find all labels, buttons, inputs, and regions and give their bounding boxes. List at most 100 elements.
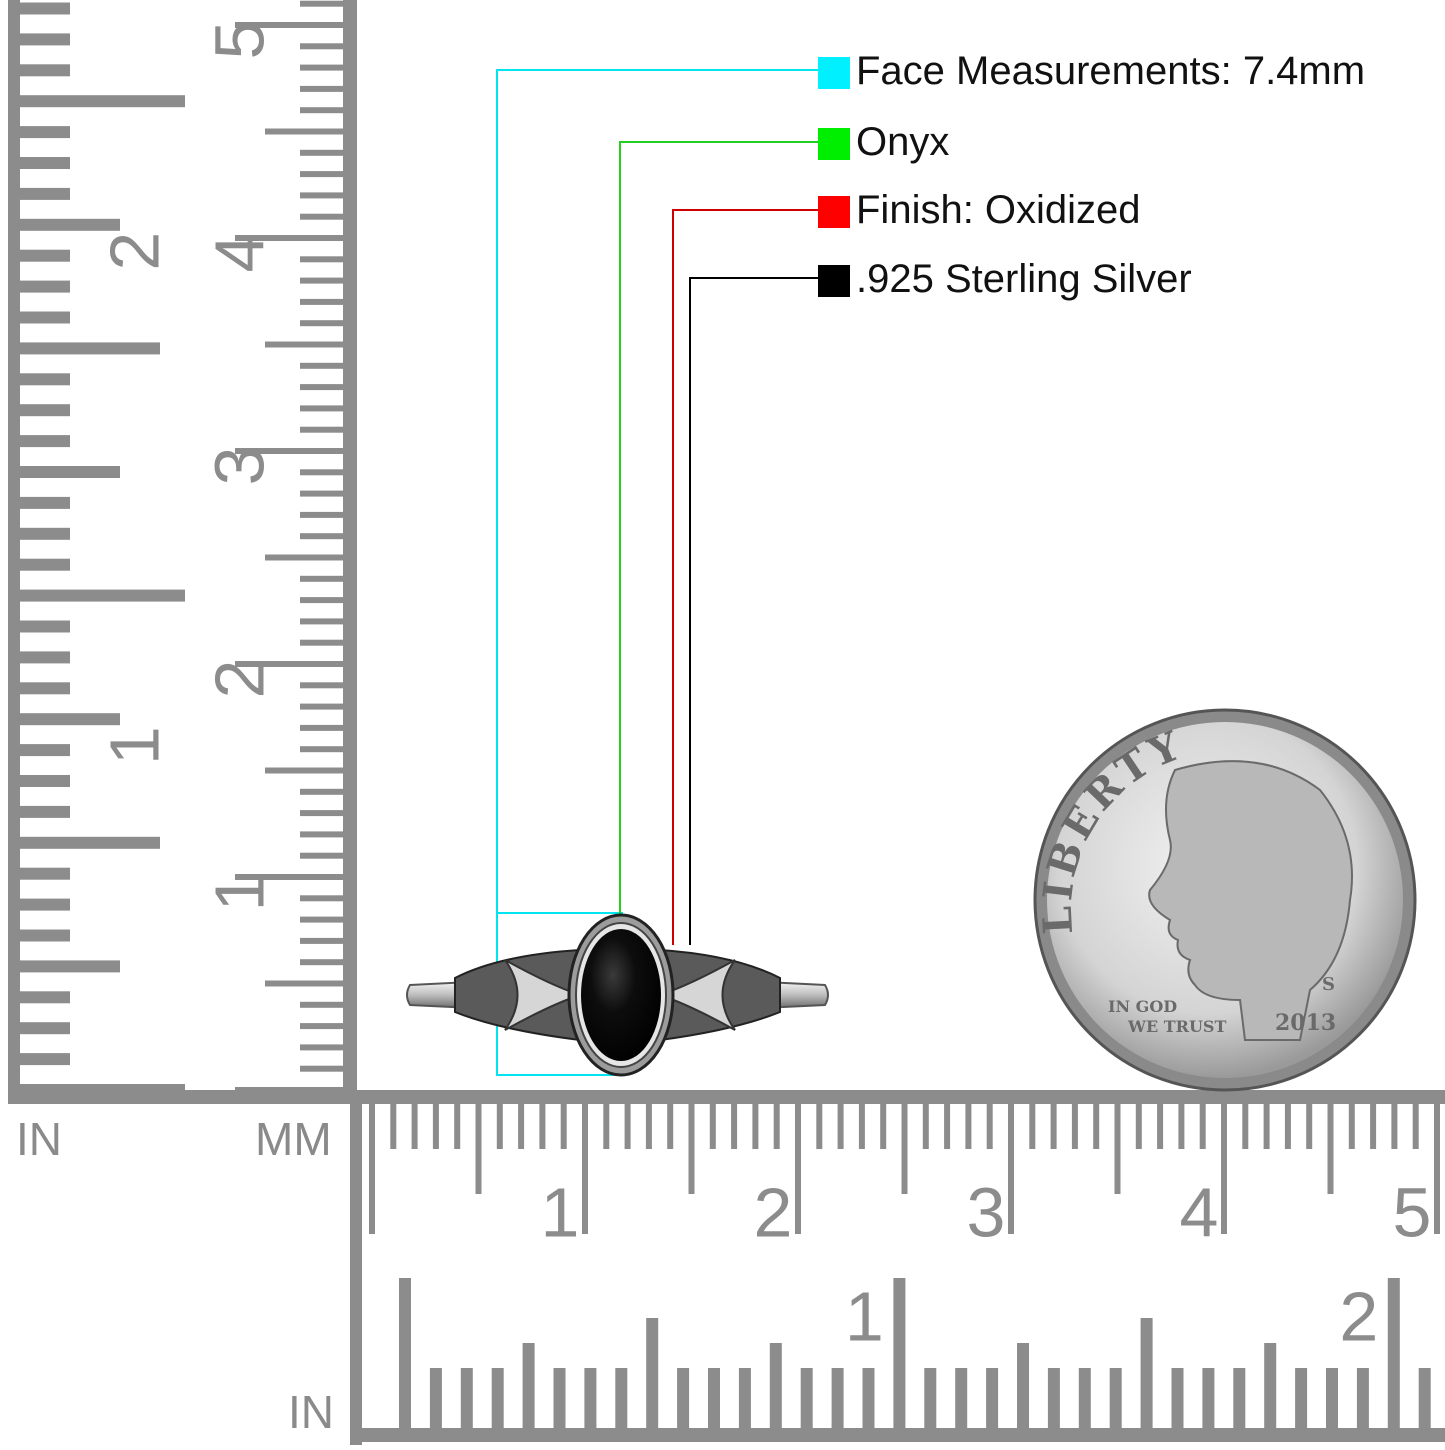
- vertical-mm-tick: [300, 256, 345, 263]
- dime-year: 2013: [1275, 1010, 1336, 1036]
- vertical-mm-tick: [235, 661, 345, 667]
- vertical-inch-tick: [10, 589, 185, 602]
- horizontal-inch-tick: [986, 1368, 999, 1428]
- vertical-inch-tick: [10, 373, 70, 386]
- horizontal-inch-tick: [1047, 1368, 1060, 1428]
- left-inch-unit-label: IN: [16, 1113, 62, 1165]
- vertical-mm-tick: [300, 724, 345, 731]
- horizontal-mm-tick: [1093, 1104, 1100, 1149]
- vertical-inch-tick: [10, 466, 120, 478]
- vertical-inch-tick: [10, 744, 70, 757]
- vertical-mm-tick: [300, 533, 345, 540]
- legend-label: .925 Sterling Silver: [856, 257, 1192, 301]
- horizontal-mm-tick: [752, 1104, 759, 1149]
- vertical-inch-tick: [10, 157, 70, 169]
- vertical-mm-tick: [300, 597, 345, 604]
- horizontal-mm-tick: [944, 1104, 951, 1149]
- callout-line-finish: [672, 209, 820, 945]
- horizontal-inch-tick: [955, 1368, 968, 1428]
- horizontal-mm-tick: [1348, 1104, 1355, 1149]
- horizontal-inch-tick: [646, 1318, 659, 1428]
- vertical-mm-tick: [300, 959, 345, 966]
- vertical-inch-tick: [10, 713, 120, 726]
- horizontal-mm-tick: [965, 1104, 972, 1149]
- horizontal-inch-ticks: [399, 1278, 1431, 1428]
- horizontal-inch-tick: [1109, 1368, 1122, 1428]
- dime-coin: LIBERTY IN GOD WE TRUST 2013 S: [1033, 708, 1417, 1092]
- horizontal-mm-tick: [1157, 1104, 1164, 1149]
- vertical-inch-tick: [10, 2, 70, 15]
- horizontal-mm-tick: [1135, 1104, 1142, 1149]
- horizontal-mm-tick: [1370, 1104, 1377, 1149]
- vertical-inch-tick: [10, 1022, 70, 1035]
- horizontal-mm-number: 1: [541, 1173, 580, 1251]
- vertical-mm-tick: [265, 128, 345, 135]
- vertical-mm-tick: [300, 107, 345, 114]
- horizontal-mm-tick: [1050, 1104, 1057, 1149]
- callout-line-silver: [689, 277, 820, 945]
- vertical-inch-tick: [10, 682, 70, 695]
- vertical-mm-ticks: [235, 0, 345, 1093]
- vertical-mm-tick: [300, 895, 345, 902]
- horizontal-mm-number: 2: [754, 1173, 793, 1251]
- horizontal-mm-tick: [1327, 1104, 1334, 1194]
- horizontal-mm-tick: [709, 1104, 716, 1149]
- horizontal-mm-tick: [645, 1104, 652, 1149]
- horizontal-inch-tick: [460, 1368, 473, 1428]
- vertical-inch-tick: [10, 64, 70, 77]
- horizontal-mm-tick: [795, 1104, 801, 1234]
- vertical-inch-tick: [10, 620, 70, 633]
- horizontal-inch-tick: [522, 1343, 535, 1428]
- vertical-mm-tick: [235, 22, 345, 28]
- horizontal-mm-tick: [1263, 1104, 1270, 1149]
- vertical-inch-tick: [10, 558, 70, 571]
- horizontal-ruler-corner: [8, 1090, 358, 1104]
- vertical-inch-ticks: [10, 2, 185, 1096]
- vertical-mm-tick: [300, 746, 345, 753]
- vertical-mm-tick: [300, 43, 345, 50]
- horizontal-inch-tick: [584, 1368, 597, 1428]
- horizontal-mm-tick: [773, 1104, 780, 1149]
- horizontal-inch-tick: [491, 1368, 504, 1428]
- vertical-mm-tick: [300, 277, 345, 284]
- legend-label: Finish: Oxidized: [856, 188, 1141, 232]
- vertical-mm-tick: [300, 192, 345, 199]
- vertical-mm-tick: [300, 213, 345, 220]
- horizontal-mm-tick: [1199, 1104, 1206, 1149]
- vertical-mm-tick: [300, 682, 345, 689]
- horizontal-mm-tick: [858, 1104, 865, 1149]
- horizontal-inch-tick: [1387, 1278, 1400, 1428]
- horizontal-mm-number: 3: [967, 1173, 1006, 1251]
- horizontal-mm-tick: [582, 1104, 588, 1234]
- vertical-mm-tick: [300, 1065, 345, 1072]
- vertical-ruler-center-bar: [343, 0, 357, 1100]
- horizontal-inch-tick: [1264, 1343, 1277, 1428]
- vertical-mm-tick: [300, 1001, 345, 1008]
- horizontal-inch-tick: [738, 1368, 751, 1428]
- horizontal-inch-tick: [429, 1368, 442, 1428]
- vertical-mm-tick: [300, 831, 345, 838]
- horizontal-inch-tick: [399, 1278, 411, 1428]
- horizontal-inch-tick: [708, 1368, 720, 1428]
- callout-line-onyx: [619, 141, 820, 935]
- vertical-inch-tick: [10, 496, 70, 509]
- horizontal-inch-tick: [1356, 1368, 1369, 1428]
- horizontal-inch-tick: [1418, 1368, 1431, 1428]
- legend-label: Face Measurements: 7.4mm: [856, 49, 1366, 93]
- vertical-inch-tick: [10, 991, 70, 1004]
- left-mm-unit-label: MM: [255, 1113, 332, 1165]
- vertical-mm-tick: [300, 469, 345, 476]
- horizontal-mm-tick: [1391, 1104, 1398, 1149]
- horizontal-ruler-bottom-bar: [350, 1428, 1445, 1442]
- horizontal-mm-tick: [1008, 1104, 1014, 1234]
- vertical-mm-tick: [300, 426, 345, 433]
- vertical-mm-tick: [300, 511, 345, 518]
- vertical-inch-tick: [10, 527, 70, 540]
- vertical-mm-tick: [300, 852, 345, 859]
- horizontal-inch-tick: [1202, 1368, 1215, 1428]
- legend-swatch: [818, 265, 850, 297]
- vertical-inch-tick: [10, 805, 70, 818]
- horizontal-inch-tick: [924, 1368, 937, 1428]
